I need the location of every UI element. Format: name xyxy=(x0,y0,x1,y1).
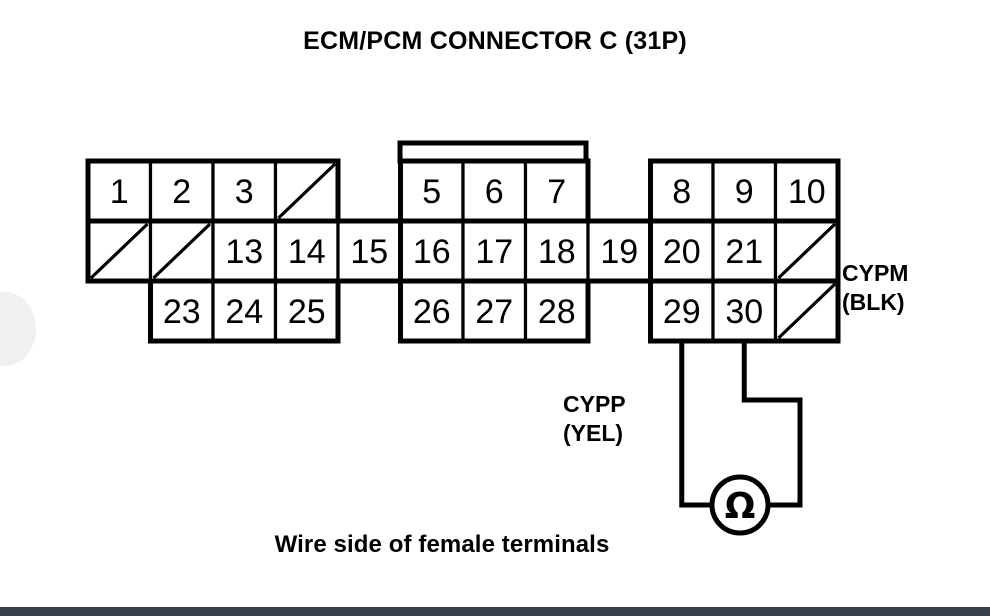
test-lead-pin-29 xyxy=(679,341,712,508)
pin-number-24: 24 xyxy=(225,293,263,331)
pin-number-18: 18 xyxy=(538,233,576,271)
pin-number-27: 27 xyxy=(475,293,513,331)
wire-label-cypp-color: (YEL) xyxy=(563,420,624,446)
block-mid-row3 xyxy=(398,278,591,344)
pin-number-3: 3 xyxy=(235,173,254,211)
pin-number-8: 8 xyxy=(672,173,691,211)
pin-number-6: 6 xyxy=(485,173,504,211)
pin-number-19: 19 xyxy=(600,233,638,271)
pin-number-15: 15 xyxy=(350,233,388,271)
footer-rule xyxy=(0,607,990,616)
ohmmeter-symbol: Ω xyxy=(709,474,771,536)
pin-number-25: 25 xyxy=(288,293,326,331)
wire-label-cypp: CYPP (YEL) xyxy=(563,390,626,448)
blank-cell-slash xyxy=(777,282,837,340)
pin-number-26: 26 xyxy=(413,293,451,331)
block-left-row3 xyxy=(148,278,341,344)
wire-label-cypm: CYPM (BLK) xyxy=(842,259,908,317)
pin-number-30: 30 xyxy=(725,293,763,331)
pin-number-7: 7 xyxy=(547,173,566,211)
pin-number-28: 28 xyxy=(538,293,576,331)
wire-label-cypp-name: CYPP xyxy=(563,391,626,417)
blank-cell-slash xyxy=(89,222,149,280)
pin-number-23: 23 xyxy=(163,293,201,331)
blank-cell-slash xyxy=(277,162,337,220)
pin-number-13: 13 xyxy=(225,233,263,271)
pin-number-20: 20 xyxy=(663,233,701,271)
ohm-symbol: Ω xyxy=(725,486,756,527)
page-title: ECM/PCM CONNECTOR C (31P) xyxy=(303,27,687,55)
ohmmeter-circle xyxy=(709,474,771,536)
pin-number-2: 2 xyxy=(172,173,191,211)
test-lead-pin-30 xyxy=(741,341,803,508)
wire-label-cypm-name: CYPM xyxy=(842,260,909,286)
figure-caption: Wire side of female terminals xyxy=(274,531,610,558)
blank-cell-slash xyxy=(152,222,212,280)
pin-number-29: 29 xyxy=(663,293,701,331)
connector-latch-tab xyxy=(397,140,589,164)
pin-number-1: 1 xyxy=(110,173,129,211)
blank-cell-slash xyxy=(777,222,837,280)
pin-number-10: 10 xyxy=(788,173,826,211)
pin-number-9: 9 xyxy=(735,173,754,211)
pin-number-17: 17 xyxy=(475,233,513,271)
pin-number-16: 16 xyxy=(413,233,451,271)
test-lead-wiring xyxy=(679,341,803,508)
wire-label-cypm-color: (BLK) xyxy=(842,289,905,315)
pin-number-14: 14 xyxy=(288,233,326,271)
pin-number-5: 5 xyxy=(422,173,441,211)
pin-number-21: 21 xyxy=(725,233,763,271)
